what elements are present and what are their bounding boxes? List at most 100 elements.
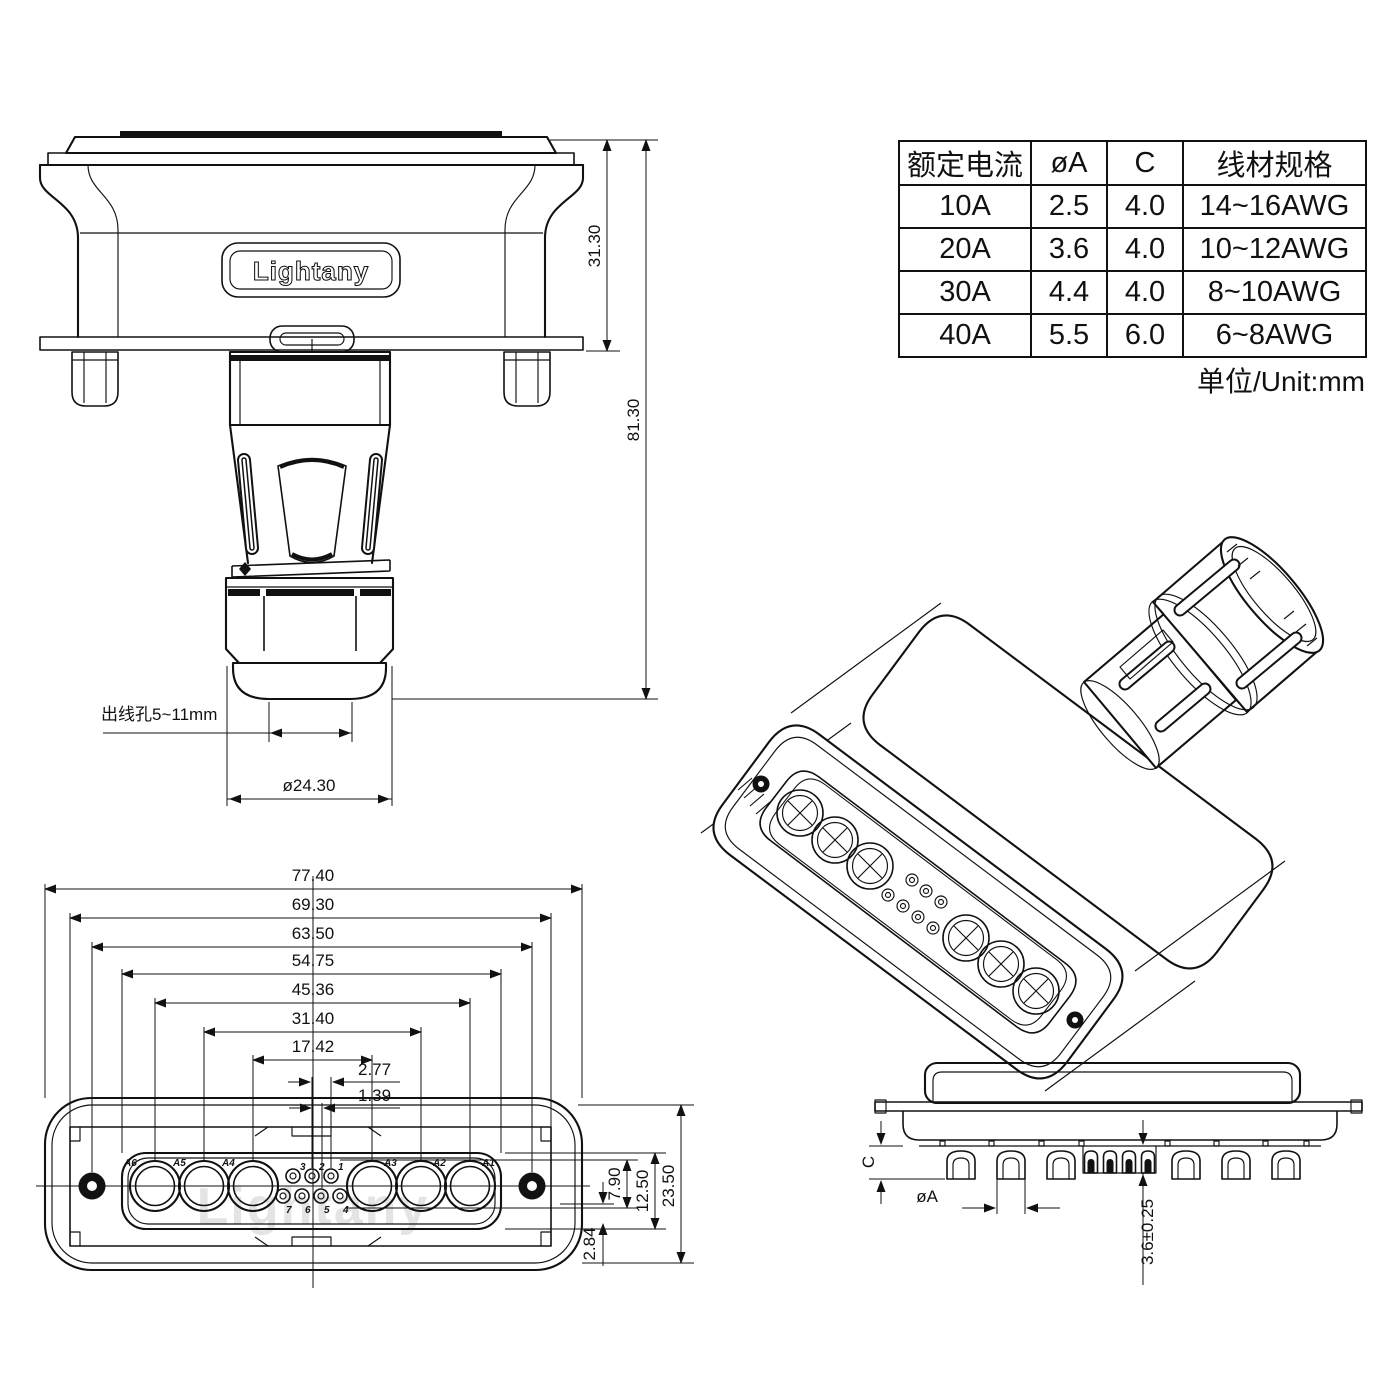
spec-cell: 2.5 — [1030, 184, 1108, 229]
dim-cup-length: C — [859, 1121, 945, 1204]
spec-cell: 5.5 — [1030, 313, 1108, 358]
face-flange-outer — [43, 1096, 584, 1272]
face-watermark: Lightany — [197, 1178, 430, 1236]
spec-cell: 10A — [898, 184, 1032, 229]
power-contacts: A6 A5 A4 A3 A2 A1 — [123, 1158, 497, 1213]
dim-69-30: 69.30 — [292, 895, 335, 914]
dim-12-50: 12.50 — [633, 1170, 652, 1213]
dim-54-75: 54.75 — [292, 951, 335, 970]
spec-header-current: 额定电流 — [898, 140, 1032, 186]
dim-23-50: 23.50 — [659, 1165, 678, 1208]
rear-view: Lightany — [38, 131, 658, 806]
dim-24-30: ø24.30 — [283, 776, 336, 795]
thumbscrew-right — [503, 351, 551, 407]
side-shell — [923, 1061, 1302, 1105]
dim-77-40: 77.40 — [292, 866, 335, 885]
signal-label-6: 6 — [305, 1205, 311, 1216]
signal-contacts: 3 2 1 7 6 5 4 — [275, 1162, 349, 1216]
spec-cell: 20A — [898, 227, 1032, 272]
power-contact-label-a3: A3 — [383, 1158, 397, 1169]
spec-cell: 30A — [898, 270, 1032, 315]
side-solder-cups — [946, 1150, 1301, 1180]
dim-31-40: 31.40 — [292, 1009, 335, 1028]
power-contact-label-a5: A5 — [172, 1158, 186, 1169]
thumbscrew-left — [71, 351, 119, 407]
mounting-holes — [78, 1172, 546, 1200]
spec-header-c: C — [1106, 140, 1184, 186]
cable-hole-note: 出线孔5~11mm — [101, 705, 217, 724]
spec-cell: 3.6 — [1030, 227, 1108, 272]
power-contact-label-a4: A4 — [221, 1158, 235, 1169]
dim-total-height: 81.30 — [392, 139, 658, 700]
spec-cell: 6.0 — [1106, 313, 1184, 358]
unit-note: 单位/Unit:mm — [1196, 366, 1365, 397]
brand-logo-text: Lightany — [253, 256, 369, 286]
dim-oa-label: øA — [916, 1187, 938, 1206]
dim-1-39: 1.39 — [358, 1086, 391, 1105]
dim-2-77: 2.77 — [358, 1060, 391, 1079]
iso-connector-face — [712, 724, 1124, 1080]
signal-label-7: 7 — [286, 1205, 292, 1216]
spec-cell: 4.4 — [1030, 270, 1108, 315]
power-contact-label-a6: A6 — [123, 1158, 137, 1169]
spec-row-40a: 40A 5.5 6.0 6~8AWG — [898, 313, 1367, 358]
power-contact-label-a1: A1 — [481, 1158, 495, 1169]
latch-clip — [269, 325, 355, 353]
index-diamond-marker — [239, 562, 251, 576]
spec-cell: 4.0 — [1106, 184, 1184, 229]
dim-upper-height: 31.30 — [550, 139, 658, 352]
dim-81-30: 81.30 — [624, 399, 643, 442]
dim-45-36: 45.36 — [292, 980, 335, 999]
dim-cup-diameter: øA — [916, 1179, 1060, 1214]
signal-label-3: 3 — [300, 1162, 306, 1173]
iso-view — [700, 536, 1325, 1092]
signal-label-5: 5 — [324, 1205, 330, 1216]
dim-17-42: 17.42 — [292, 1037, 335, 1056]
spec-cell: 10~12AWG — [1182, 227, 1367, 272]
iso-jackscrews — [737, 775, 1084, 1029]
dim-chain: 77.40 69.30 63.50 54.75 45.36 31.40 17.4… — [44, 866, 583, 1188]
dim-tail-length: 3.6±0.25 — [1138, 1120, 1157, 1285]
side-flange — [874, 1099, 1363, 1114]
side-signal-pins — [1082, 1146, 1157, 1174]
spec-cell: 4.0 — [1106, 270, 1184, 315]
spec-cell: 8~10AWG — [1182, 270, 1367, 315]
brand-logo-plate: Lightany — [221, 242, 401, 298]
spec-row-30a: 30A 4.4 4.0 8~10AWG — [898, 270, 1367, 315]
signal-label-4: 4 — [342, 1205, 349, 1216]
dim-2-84: 2.84 — [580, 1227, 599, 1260]
iso-cable-gland — [1080, 536, 1325, 770]
face-view: Lightany A6 A5 A4 A3 A2 A1 — [36, 866, 694, 1288]
spec-cell: 6~8AWG — [1182, 313, 1367, 358]
spec-header-wire: 线材规格 — [1182, 140, 1367, 186]
power-contact-label-a2: A2 — [432, 1158, 446, 1169]
dim-vertical-group: 7.90 12.50 23.50 2.84 — [340, 1104, 694, 1266]
spec-cell: 14~16AWG — [1182, 184, 1367, 229]
spec-cell: 4.0 — [1106, 227, 1184, 272]
gland-joint-ring — [231, 559, 391, 578]
spec-cell: 40A — [898, 313, 1032, 358]
dim-gland-diameter: ø24.30 — [226, 666, 393, 806]
iso-signal-contacts — [881, 873, 948, 935]
spec-row-10a: 10A 2.5 4.0 14~16AWG — [898, 184, 1367, 229]
signal-label-1: 1 — [338, 1162, 344, 1173]
dim-31-30: 31.30 — [585, 225, 604, 268]
hood-outline — [38, 131, 585, 351]
face-flange-inner — [51, 1104, 576, 1264]
cable-gland-nut — [224, 576, 395, 701]
spec-header-row: 额定电流 øA C 线材规格 — [898, 140, 1367, 186]
dim-c-label: C — [859, 1156, 878, 1168]
gland-dome-cap — [231, 661, 388, 701]
iso-power-contacts — [776, 789, 1060, 1015]
spec-header-oa: øA — [1030, 140, 1108, 186]
dim-3-6: 3.6±0.25 — [1138, 1199, 1157, 1265]
dim-7-90: 7.90 — [605, 1167, 624, 1200]
side-view: C øA 3.6±0.25 — [859, 1061, 1363, 1285]
side-insulator-body — [902, 1111, 1338, 1147]
dim-63-50: 63.50 — [292, 924, 335, 943]
strain-relief — [228, 350, 392, 565]
spec-table: 额定电流 øA C 线材规格 10A 2.5 4.0 14~16AWG 20A … — [898, 140, 1367, 358]
dim-cable-hole: 出线孔5~11mm — [101, 702, 353, 742]
